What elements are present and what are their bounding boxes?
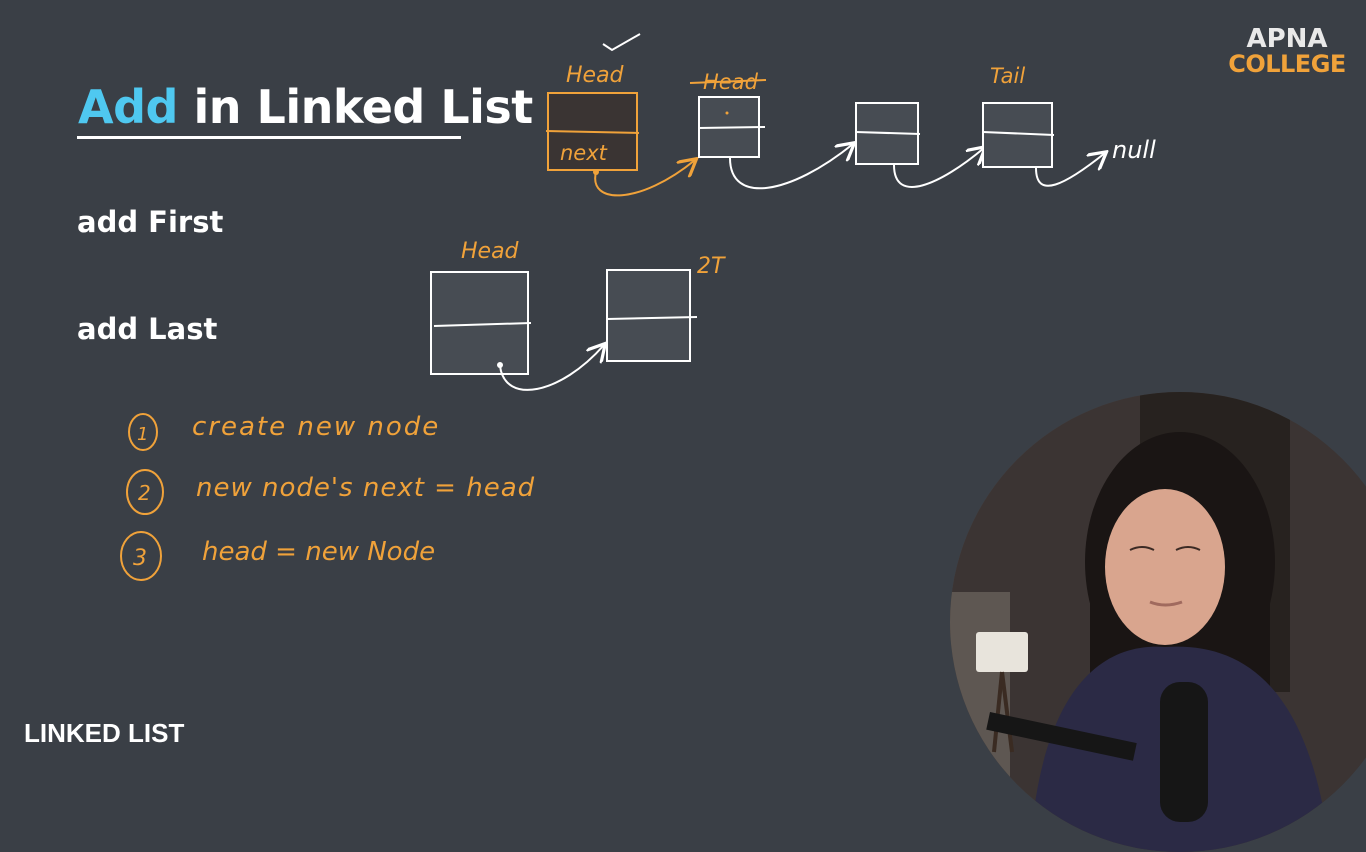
new-head-node: next <box>545 92 640 171</box>
title-underline <box>77 136 461 139</box>
new-head-arrow <box>594 160 695 197</box>
topic-add-first: add First <box>77 205 224 239</box>
step-3-text: head = new Node <box>202 537 435 567</box>
topic-add-last: add Last <box>77 312 218 346</box>
title-rest: in Linked List <box>177 80 533 134</box>
old-head-strike <box>689 79 767 84</box>
bottom-head-node <box>430 271 532 375</box>
tail-node <box>982 102 1055 168</box>
new-head-label: Head <box>566 63 625 88</box>
bottom-tail-node <box>606 269 698 362</box>
brand-line-2: COLLEGE <box>1228 50 1346 78</box>
step-2-text: new node's next = head <box>196 473 535 503</box>
middle-node <box>855 102 921 165</box>
step-3: 3 head = new Node <box>120 531 435 581</box>
old-head-node <box>698 96 766 158</box>
null-label: null <box>1112 136 1156 164</box>
check-mark <box>602 33 641 52</box>
step-1-text: create new node <box>192 412 440 442</box>
step-2-number: 2 <box>138 481 151 505</box>
step-2: 2 new node's next = head <box>126 469 535 515</box>
slide-title: Add in Linked List <box>78 80 533 134</box>
new-node-next-label: next <box>560 141 608 165</box>
bottom-tail-label: 2T <box>697 254 726 279</box>
brand-line-1: APNA <box>1246 24 1328 54</box>
brand-logo: APNA COLLEGE <box>1228 26 1346 76</box>
section-footer: LINKED LIST <box>24 718 185 748</box>
step-1: 1 create new node <box>128 412 440 451</box>
whiteboard-drawing: next Head Head Tail null Head 2T 1 crea <box>120 33 1156 581</box>
step-3-number: 3 <box>133 546 147 571</box>
tail-label: Tail <box>990 64 1025 88</box>
bottom-head-label: Head <box>461 239 520 264</box>
title-accent: Add <box>78 80 178 134</box>
step-1-number: 1 <box>137 424 148 445</box>
